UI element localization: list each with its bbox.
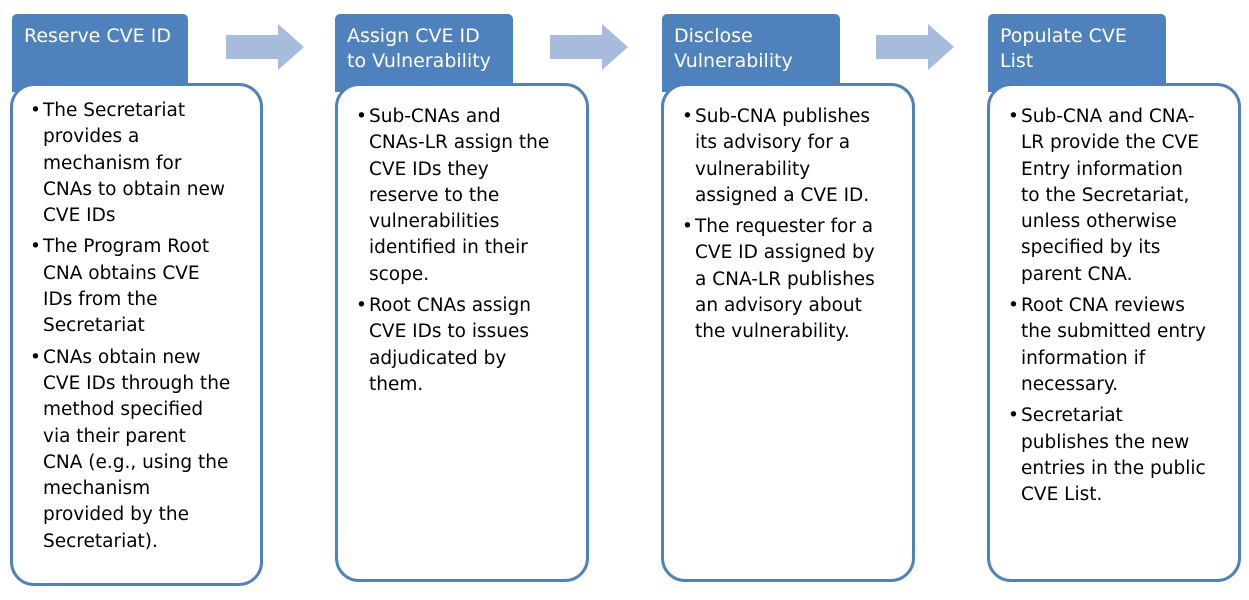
bullet-text-line: Entry information	[1021, 158, 1183, 180]
bullet-dot-icon: •	[356, 295, 367, 317]
bullet-text-line: the submitted entry	[1021, 321, 1206, 343]
bullet-text-line: CVE IDs through the	[43, 372, 231, 394]
bullet-text-line: publishes the new	[1021, 431, 1190, 453]
bullet-text-line: to the Secretariat,	[1021, 184, 1190, 206]
stage-header-assign-cve-id: Assign CVE ID to Vulnerability	[335, 14, 513, 92]
flow-arrow-icon	[550, 24, 628, 70]
bullet-text-line: CVE IDs to issues	[369, 321, 529, 343]
stage-card-assign-cve-id	[335, 83, 589, 582]
bullet-text-line: LR provide the CVE	[1021, 132, 1199, 154]
bullet-text-line: vulnerability	[695, 158, 811, 180]
stage-title-line: Disclose	[674, 25, 753, 47]
stage-card-disclose-vulnerability	[661, 83, 915, 582]
bullet-text-line: CVE IDs they	[369, 158, 489, 180]
bullet-text-line: The requester for a	[695, 216, 874, 238]
bullet-text-line: unless otherwise	[1021, 211, 1177, 233]
bullet-text-line: reserve to the	[369, 184, 500, 206]
bullet-dot-icon: •	[30, 236, 41, 258]
bullet-dot-icon: •	[682, 106, 693, 127]
bullet-text-line: CNAs obtain new	[43, 346, 201, 368]
bullet-text-line: identified in their	[369, 237, 528, 259]
bullet-text-line: Root CNAs assign	[369, 295, 531, 317]
bullet-text-line: CNA obtains CVE	[43, 262, 200, 284]
stage-card-reserve-cve-id	[10, 83, 263, 586]
bullet-text-line: The Secretariat	[43, 100, 186, 121]
bullet-text-line: entries in the public	[1021, 457, 1206, 479]
stage-title-line: to Vulnerability	[347, 50, 491, 72]
bullet-text-line: its advisory for a	[695, 132, 851, 154]
bullet-text-line: method specified	[43, 399, 204, 421]
bullet-text-line: them.	[369, 373, 424, 395]
bullet-text-line: specified by its	[1021, 237, 1161, 259]
bullet-text-line: CNAs to obtain new	[43, 178, 226, 200]
bullet-text-line: CNAs-LR assign the	[369, 132, 550, 154]
bullet-dot-icon: •	[1008, 106, 1019, 127]
flow-arrow-icon	[876, 24, 954, 70]
bullet-text-line: Secretariat).	[43, 530, 158, 552]
bullet-text-line: Sub-CNA and CNA-	[1021, 106, 1195, 127]
stage-title-line: Assign CVE ID	[347, 25, 480, 47]
bullet-text-line: parent CNA.	[1021, 263, 1133, 285]
bullet-text-line: adjudicated by	[369, 347, 507, 369]
bullet-dot-icon: •	[30, 100, 41, 121]
bullet-item: •The requester for a CVE ID assigned by a …	[682, 214, 909, 345]
bullet-item: •Sub-CNA and CNA- LR provide the CVE Entry…	[1008, 104, 1235, 288]
bullet-text-line: provided by the	[43, 504, 190, 526]
bullet-text-line: a CNA-LR publishes	[695, 268, 875, 290]
bullet-dot-icon: •	[30, 346, 41, 368]
bullet-text-line: via their parent	[43, 425, 186, 447]
stage-title-line: Vulnerability	[674, 50, 793, 72]
bullet-text-line: an advisory about	[695, 295, 862, 317]
bullet-text-line: Sub-CNA publishes	[695, 106, 871, 127]
bullet-text-line: CVE ID assigned by	[695, 242, 875, 264]
bullet-text-line: IDs from the	[43, 289, 158, 311]
bullet-text-line: CNA (e.g., using the	[43, 451, 229, 473]
stage-title-line: Reserve CVE ID	[24, 25, 171, 47]
bullet-text-line: necessary.	[1021, 373, 1119, 395]
stage-header-reserve-cve-id: Reserve CVE ID	[12, 14, 188, 92]
bullet-text-line: the vulnerability.	[695, 321, 850, 343]
bullet-text-line: mechanism for	[43, 152, 182, 174]
bullet-text-line: mechanism	[43, 478, 151, 500]
bullet-dot-icon: •	[682, 216, 693, 238]
bullet-text-line: Secretariat	[1021, 405, 1123, 427]
bullet-dot-icon: •	[1008, 295, 1019, 317]
bullet-text-line: Secretariat	[43, 315, 145, 337]
bullet-text-line: Root CNA reviews	[1021, 295, 1185, 317]
stage-title-line: Populate CVE	[1000, 25, 1127, 47]
bullet-text-line: information if	[1021, 347, 1146, 369]
bullet-text-line: vulnerabilities	[369, 211, 500, 233]
bullet-text-line: scope.	[369, 263, 430, 285]
flow-arrow-icon	[226, 24, 304, 70]
bullet-item: •Secretariat publishes the new entries in …	[1008, 403, 1235, 508]
bullet-item: •Sub-CNA publishes its advisory for a vuln…	[682, 104, 909, 209]
bullet-item: •Root CNA reviews the submitted entry info…	[1008, 293, 1235, 398]
stage-header-populate-cve-list: Populate CVE List	[988, 14, 1166, 92]
bullet-text-line: CVE IDs	[43, 205, 116, 227]
bullet-dot-icon: •	[356, 106, 367, 127]
bullet-dot-icon: •	[1008, 405, 1019, 427]
bullet-text-line: provides a	[43, 126, 140, 148]
bullet-text-line: Sub-CNAs and	[369, 106, 501, 127]
stage-header-disclose-vulnerability: Disclose Vulnerability	[662, 14, 840, 92]
bullet-text-line: The Program Root	[43, 236, 210, 258]
bullet-text-line: CVE List.	[1021, 484, 1103, 506]
bullet-text-line: assigned a CVE ID.	[695, 184, 870, 206]
stage-title-line: List	[1000, 50, 1034, 72]
stage-card-populate-cve-list	[987, 83, 1241, 582]
